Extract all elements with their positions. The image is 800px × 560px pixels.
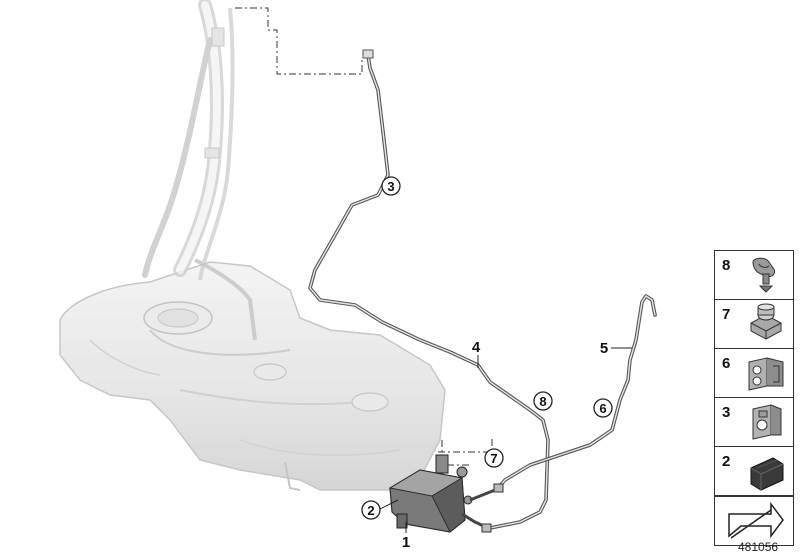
callout-6[interactable]: 6: [593, 398, 613, 418]
legend-item-7[interactable]: 7: [714, 299, 794, 349]
callout-4[interactable]: 4: [472, 339, 481, 356]
parts-legend: 8 7 6 3: [714, 250, 794, 546]
fuel-line: [308, 49, 550, 530]
callout-2-label: 2: [367, 503, 374, 518]
callout-3-label: 3: [387, 179, 394, 194]
legend-number: 7: [722, 306, 731, 323]
legend-item-6[interactable]: 6: [714, 348, 794, 398]
rubber-block-icon: [750, 457, 784, 491]
navigation-cell[interactable]: [714, 496, 794, 546]
filler-neck: [142, 0, 257, 341]
nut-icon: [750, 303, 782, 340]
fuel-tank: [59, 261, 446, 491]
callout-5[interactable]: 5: [600, 340, 608, 357]
callout-6-label: 6: [599, 401, 606, 416]
callout-7-label: 7: [490, 451, 497, 466]
callout-3[interactable]: 3: [381, 176, 401, 196]
legend-number: 2: [722, 453, 731, 470]
legend-item-3[interactable]: 3: [714, 397, 794, 447]
clip-icon: [752, 257, 776, 293]
callout-7[interactable]: 7: [484, 448, 504, 468]
legend-item-2[interactable]: 2: [714, 446, 794, 496]
callout-8[interactable]: 8: [533, 391, 553, 411]
legend-number: 6: [722, 355, 731, 372]
legend-item-8[interactable]: 8: [714, 250, 794, 300]
vent-line: [496, 294, 657, 490]
callout-1[interactable]: 1: [402, 534, 410, 551]
charcoal-canister: [388, 454, 504, 533]
callout-8-label: 8: [539, 394, 546, 409]
legend-number: 3: [722, 404, 731, 421]
double-pipe-clip-icon: [748, 357, 784, 391]
callout-2[interactable]: 2: [361, 500, 381, 520]
diagram-id: 481056: [738, 540, 779, 554]
leader-lines: [379, 347, 632, 533]
legend-number: 8: [722, 257, 731, 274]
single-pipe-clip-icon: [752, 404, 782, 440]
arrow-nav-icon: [728, 501, 784, 539]
